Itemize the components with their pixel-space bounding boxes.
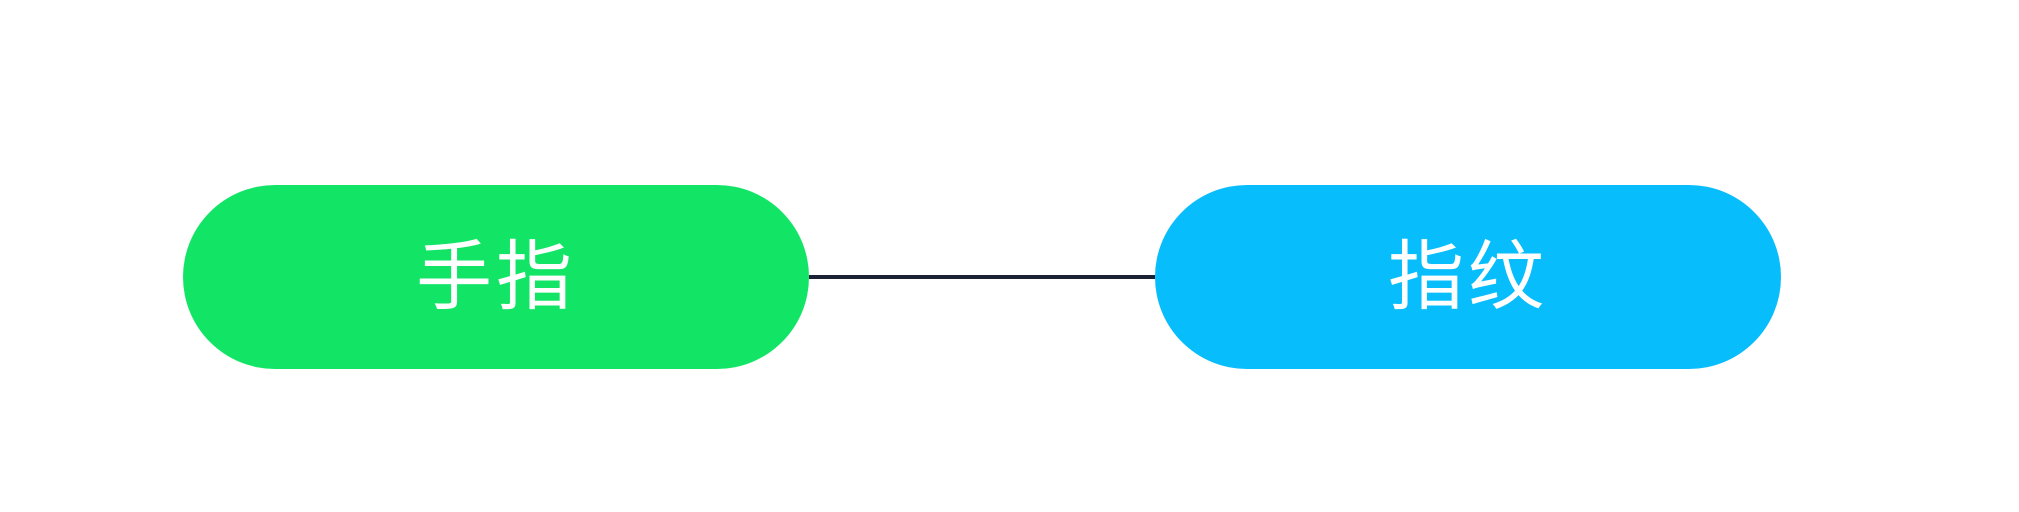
node-fingerprint: 指纹	[1155, 185, 1781, 369]
connector-line	[809, 275, 1155, 279]
node-finger: 手指	[183, 185, 809, 369]
